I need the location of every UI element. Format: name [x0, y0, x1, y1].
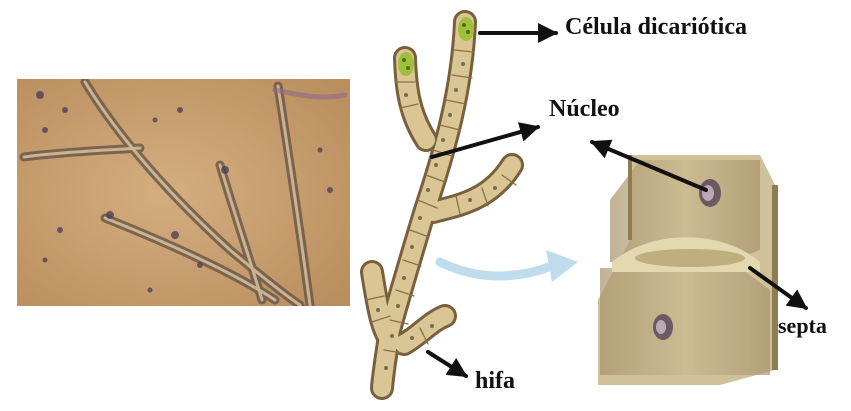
- label-nucleus: Núcleo: [549, 96, 620, 123]
- septum-cell-detail: [598, 155, 775, 385]
- micrograph-photo: [17, 79, 350, 306]
- transition-arrow-icon: [440, 250, 578, 282]
- label-septum: septa: [778, 313, 827, 339]
- label-dikaryotic-cell: Célula dicariótica: [565, 14, 747, 41]
- label-hypha: hifa: [475, 368, 515, 395]
- arrow-to-hypha: [428, 352, 466, 376]
- hypha-illustration: [366, 17, 516, 388]
